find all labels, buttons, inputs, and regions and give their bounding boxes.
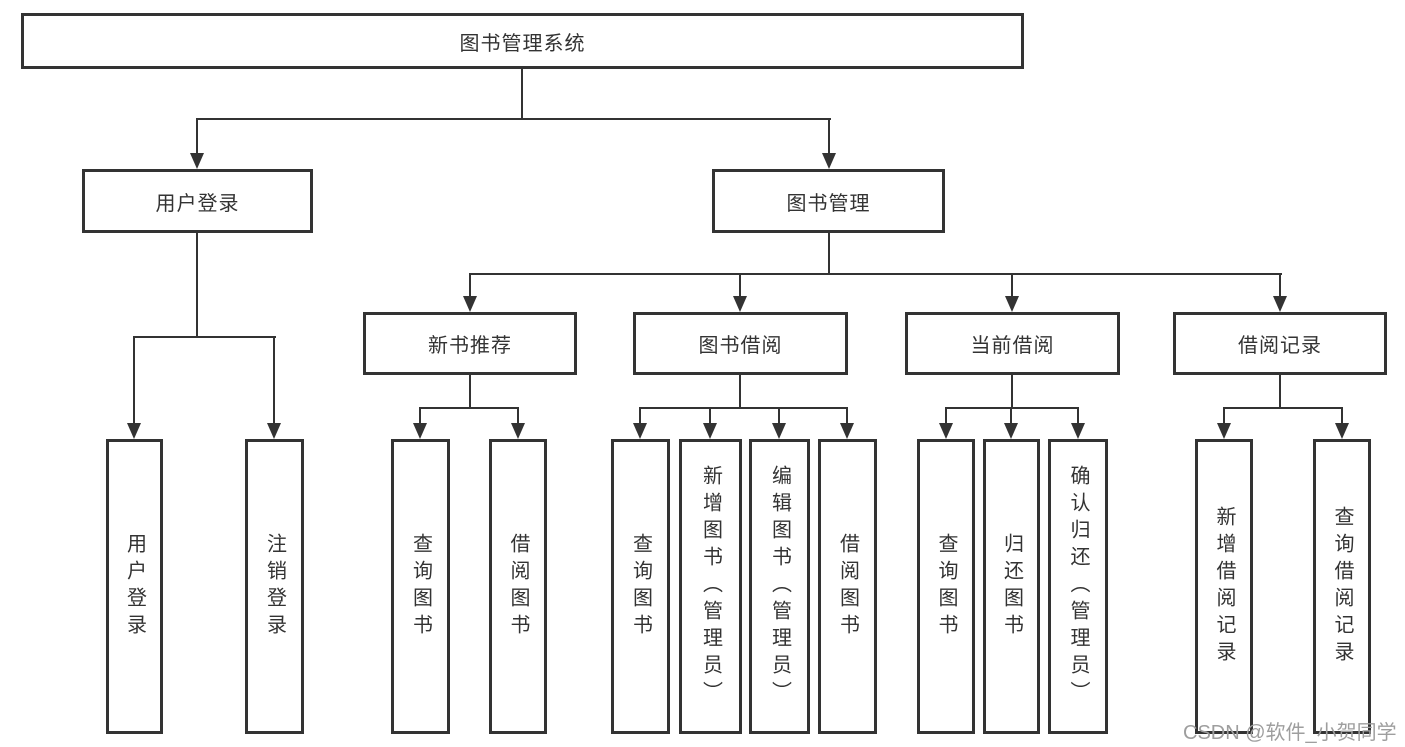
node-user-login-label: 用户登录 <box>155 192 240 215</box>
connector-to-book-mgmt-line <box>828 118 830 153</box>
leaf-bb-add-book-admin: 新增图书（管理员） <box>679 439 742 734</box>
node-user-login: 用户登录 <box>82 169 313 233</box>
connector-cb-leaf3-line <box>1077 407 1079 423</box>
leaf-bb-query-book-label: 查询图书 <box>629 532 652 641</box>
node-current-borrow-label: 当前借阅 <box>970 335 1055 357</box>
leaf-br-add-record-label: 新增借阅记录 <box>1213 505 1235 668</box>
arrow-to-book-borrow-icon <box>733 296 747 312</box>
leaf-cb-query-book-label: 查询图书 <box>935 532 957 641</box>
arrow-to-leaf-logout-icon <box>267 423 281 439</box>
arrow-bb-leaf4-icon <box>840 423 854 439</box>
leaf-bb-query-book: 查询图书 <box>611 439 670 734</box>
connector-to-user-login-line <box>196 118 198 153</box>
arrow-to-current-borrow-icon <box>1005 296 1019 312</box>
leaf-cb-return-book-label: 归还图书 <box>1000 532 1023 641</box>
leaf-logout-label: 注销登录 <box>263 532 286 641</box>
connector-new-book-branch <box>419 407 519 409</box>
connector-new-book-stem <box>469 375 471 407</box>
leaf-bb-add-book-admin-label: 新增图书（管理员） <box>699 465 722 708</box>
connector-bb-leaf2-line <box>709 407 711 423</box>
arrow-to-book-mgmt-icon <box>822 153 836 169</box>
arrow-cb-leaf2-icon <box>1004 423 1018 439</box>
connector-current-borrow-stem <box>1011 375 1013 407</box>
connector-to-new-book-line <box>469 273 471 296</box>
node-root: 图书管理系统 <box>21 13 1024 69</box>
connector-to-borrow-record-line <box>1279 273 1281 296</box>
arrow-bb-leaf3-icon <box>772 423 786 439</box>
arrow-br-leaf1-icon <box>1217 423 1231 439</box>
leaf-cb-return-book: 归还图书 <box>983 439 1040 734</box>
connector-br-leaf2-line <box>1341 407 1343 423</box>
connector-nb-leaf1-line <box>419 407 421 423</box>
connector-to-leaf-login-line <box>133 336 135 423</box>
leaf-nb-borrow-book: 借阅图书 <box>489 439 547 734</box>
connector-bb-leaf3-line <box>778 407 780 423</box>
node-book-borrow: 图书借阅 <box>633 312 848 375</box>
connector-to-book-borrow-line <box>739 273 741 296</box>
node-book-management-label: 图书管理 <box>786 192 871 215</box>
node-borrow-record-label: 借阅记录 <box>1238 335 1322 357</box>
connector-to-leaf-logout-line <box>273 336 275 423</box>
arrow-to-new-book-icon <box>463 296 477 312</box>
csdn-watermark: CSDN @软件_小贺同学 <box>1183 722 1397 744</box>
connector-cb-leaf2-line <box>1010 407 1012 423</box>
leaf-cb-confirm-return-admin: 确认归还（管理员） <box>1048 439 1108 734</box>
connector-cb-leaf1-line <box>945 407 947 423</box>
leaf-user-login: 用户登录 <box>106 439 163 734</box>
connector-root-stem <box>521 69 523 118</box>
node-book-management: 图书管理 <box>712 169 945 233</box>
connector-user-login-branch <box>133 336 276 338</box>
leaf-br-add-record: 新增借阅记录 <box>1195 439 1253 734</box>
arrow-bb-leaf1-icon <box>633 423 647 439</box>
leaf-nb-query-book-label: 查询图书 <box>409 532 432 641</box>
leaf-bb-borrow-book-label: 借阅图书 <box>836 532 859 641</box>
connector-borrow-record-branch <box>1223 407 1343 409</box>
node-new-book-recommend: 新书推荐 <box>363 312 577 375</box>
leaf-logout: 注销登录 <box>245 439 304 734</box>
leaf-br-query-record-label: 查询借阅记录 <box>1331 505 1353 668</box>
connector-book-mgmt-branch <box>469 273 1282 275</box>
connector-to-current-borrow-line <box>1011 273 1013 296</box>
leaf-nb-query-book: 查询图书 <box>391 439 450 734</box>
leaf-bb-borrow-book: 借阅图书 <box>818 439 877 734</box>
connector-bb-leaf4-line <box>846 407 848 423</box>
leaf-user-login-label: 用户登录 <box>123 532 146 641</box>
arrow-cb-leaf3-icon <box>1071 423 1085 439</box>
node-book-borrow-label: 图书借阅 <box>698 335 783 357</box>
connector-user-login-stem <box>196 233 198 336</box>
node-new-book-recommend-label: 新书推荐 <box>428 335 512 357</box>
arrow-to-borrow-record-icon <box>1273 296 1287 312</box>
arrow-to-leaf-login-icon <box>127 423 141 439</box>
leaf-br-query-record: 查询借阅记录 <box>1313 439 1371 734</box>
arrow-to-user-login-icon <box>190 153 204 169</box>
connector-br-leaf1-line <box>1223 407 1225 423</box>
connector-book-borrow-branch <box>639 407 847 409</box>
connector-book-borrow-stem <box>739 375 741 407</box>
leaf-cb-confirm-return-admin-label: 确认归还（管理员） <box>1067 465 1089 708</box>
connector-borrow-record-stem <box>1279 375 1281 407</box>
node-borrow-record: 借阅记录 <box>1173 312 1387 375</box>
leaf-cb-query-book: 查询图书 <box>917 439 975 734</box>
leaf-bb-edit-book-admin: 编辑图书（管理员） <box>749 439 810 734</box>
node-root-label: 图书管理系统 <box>459 32 586 55</box>
leaf-bb-edit-book-admin-label: 编辑图书（管理员） <box>768 465 791 708</box>
arrow-bb-leaf2-icon <box>703 423 717 439</box>
arrow-cb-leaf1-icon <box>939 423 953 439</box>
connector-nb-leaf2-line <box>517 407 519 423</box>
connector-root-branch <box>197 118 831 120</box>
node-current-borrow: 当前借阅 <box>905 312 1120 375</box>
connector-bb-leaf1-line <box>639 407 641 423</box>
arrow-br-leaf2-icon <box>1335 423 1349 439</box>
connector-book-mgmt-stem <box>828 233 830 273</box>
leaf-nb-borrow-book-label: 借阅图书 <box>507 532 529 641</box>
arrow-nb-leaf2-icon <box>511 423 525 439</box>
arrow-nb-leaf1-icon <box>413 423 427 439</box>
